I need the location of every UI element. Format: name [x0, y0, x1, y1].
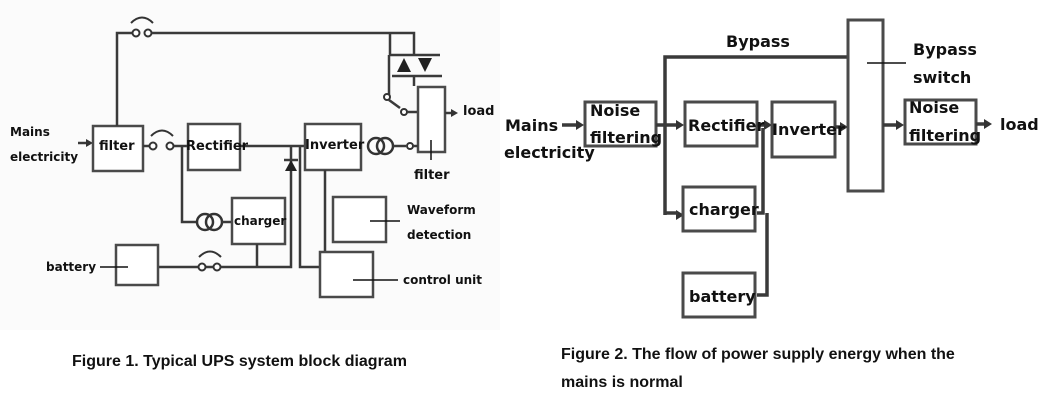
fig2-inverter-box — [770, 100, 837, 159]
fig2-bypass-switch-box — [846, 18, 885, 193]
input-breaker-contact-icon — [165, 141, 175, 151]
bypass-breaker-contact-icon — [131, 28, 141, 38]
battery-breaker-arc-icon — [198, 250, 222, 258]
fig2-load-label: load — [1000, 115, 1039, 134]
charger-transformer-icon — [195, 212, 215, 232]
fig2-rectifier-arrow-icon — [676, 120, 684, 130]
figure1-caption: Figure 1. Typical UPS system block diagr… — [72, 353, 407, 370]
fig2-filtering-in-label: filtering — [590, 128, 663, 147]
fig2-bypass-switch-label-1: Bypass — [913, 40, 977, 59]
fig1-filter-out-label: filter — [414, 168, 450, 183]
inverter-box — [303, 122, 363, 172]
fig2-mains-label: Mains — [505, 116, 559, 135]
transfer-switch-blade — [388, 98, 401, 110]
charger-box — [230, 196, 287, 246]
output-transformer-icon — [366, 136, 386, 156]
thyristor-up-icon — [397, 58, 411, 72]
fig1-rectifier-label: Rectifier — [186, 139, 249, 154]
fig2-charger-label: charger — [689, 200, 759, 219]
transfer-switch-contact-icon — [383, 93, 391, 101]
fig2-bypass-switch-label-2: switch — [913, 68, 972, 87]
waveform-detection-box — [331, 195, 388, 244]
fig2-noise-filter-in-box — [583, 100, 658, 148]
fig1-detection-label: detection — [407, 228, 472, 242]
fig1-filter-in-label: filter — [99, 139, 135, 154]
control-unit-box — [318, 250, 375, 299]
fig1-charger-label: charger — [234, 214, 287, 228]
fig2-mains-arrow-icon — [576, 120, 584, 130]
fig1-load-label: load — [463, 104, 495, 119]
dc-bus-control-wire — [298, 146, 320, 269]
diode-icon — [285, 160, 297, 171]
thyristor-down-icon — [418, 58, 432, 72]
figure2-caption-line2: mains is normal — [561, 374, 683, 391]
fig2-load-arrow-icon — [984, 119, 992, 129]
load-arrow-icon — [451, 109, 458, 117]
fig2-noise-filter-out-box — [903, 98, 978, 146]
fig2-noise-in-label: Noise — [590, 101, 641, 120]
bypass-breaker-arc-icon — [130, 16, 154, 24]
fig2-dc-bus-charger-wire — [757, 128, 765, 215]
bypass-breaker-contact-icon — [143, 28, 153, 38]
fig2-rectifier-label: Rectifier — [688, 116, 765, 135]
mains-input-arrow-icon — [86, 139, 93, 147]
fig1-control-unit-label: control unit — [403, 273, 483, 287]
fig2-dc-bus-battery-wire — [757, 213, 769, 297]
fig1-waveform-label: Waveform — [407, 203, 476, 217]
fig2-inverter-label: Inverter — [772, 120, 845, 139]
fig2-noise-out-label: Noise — [909, 98, 960, 117]
fig1-mains-label: Mains — [10, 125, 50, 139]
charger-feed-wire — [180, 146, 197, 224]
fig2-filter-out-arrow-icon — [896, 120, 904, 130]
input-breaker-contact-icon — [148, 141, 158, 151]
fig2-bypass-label: Bypass — [726, 32, 790, 51]
fig1-inverter-label: Inverter — [305, 138, 365, 153]
fig2-battery-box — [681, 271, 757, 319]
fig1-electricity-label: electricity — [10, 150, 79, 164]
battery-breaker-contact-icon — [212, 262, 222, 272]
fig2-bypass-wire — [663, 55, 849, 215]
fig2-charger-box — [681, 185, 757, 233]
fig2-electricity-label: electricity — [504, 143, 595, 162]
fig2-inverter-arrow-icon — [764, 120, 772, 130]
fig2-switch-arrow-icon — [840, 122, 848, 132]
figure2-caption-line1: Figure 2. The flow of power supply energ… — [561, 346, 955, 363]
fig2-battery-label: battery — [689, 287, 756, 306]
battery-box — [114, 243, 160, 287]
bypass-wire-top — [152, 31, 416, 55]
fig1-battery-label: battery — [46, 260, 97, 274]
battery-breaker-contact-icon — [197, 262, 207, 272]
input-breaker-arc-icon — [150, 129, 174, 137]
fig2-filtering-out-label: filtering — [909, 126, 982, 145]
bypass-wire-up — [115, 31, 133, 126]
